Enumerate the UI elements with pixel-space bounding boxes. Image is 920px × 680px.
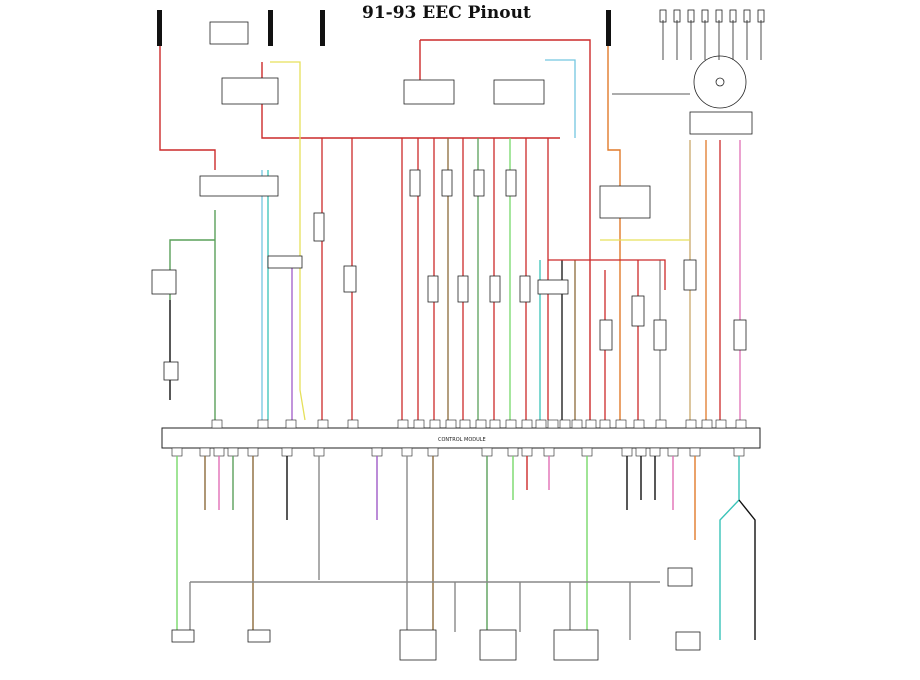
data-link-connector — [267, 255, 303, 269]
fuel-pump-relay — [199, 175, 279, 197]
fuse-connector-3 — [320, 10, 325, 46]
throttle-position-sensor — [399, 629, 437, 661]
fuse-connector-1 — [157, 10, 162, 46]
fuel-pump-switch — [151, 269, 177, 295]
fuse-connector-2 — [268, 10, 273, 46]
left-wires — [169, 210, 216, 420]
control-module-label: CONTROL MODULE — [438, 437, 486, 443]
eec-power-relay — [221, 77, 279, 105]
resistor-1 — [313, 212, 325, 242]
neutral-switch — [675, 631, 701, 651]
wot-ac-relay — [403, 79, 455, 105]
engine-coolant-temp-sensor — [171, 629, 195, 643]
distributor-cap — [693, 55, 747, 109]
control-module: CONTROL MODULE — [161, 419, 761, 457]
idle-speed-control — [537, 279, 569, 295]
egr-valve-sensor — [479, 629, 517, 661]
lower-wires — [176, 456, 756, 640]
brake-switch — [667, 567, 693, 587]
signal-return-bus — [189, 581, 660, 640]
diagram-title: 91-93 EEC Pinout — [362, 3, 531, 23]
ignition-module — [599, 185, 651, 219]
inertia-switch — [209, 21, 249, 45]
upper-wires — [261, 59, 741, 421]
ac-relay — [493, 79, 545, 105]
distributor-assembly — [612, 9, 765, 135]
intake-air-temp-sensor — [247, 629, 271, 643]
manifold-pressure-sensor — [553, 629, 599, 661]
control-module-upper-pins — [211, 419, 747, 429]
lower-sensors — [171, 567, 701, 661]
control-module-lower-pins — [171, 447, 745, 457]
ignition-coil-module — [689, 111, 753, 135]
sensor-upper — [343, 265, 357, 293]
fuse-connector-4 — [606, 10, 611, 46]
upper-components — [151, 21, 747, 381]
spark-plug-wires — [659, 9, 765, 60]
fuse-connectors — [157, 10, 611, 46]
fuel-pump — [163, 361, 179, 381]
